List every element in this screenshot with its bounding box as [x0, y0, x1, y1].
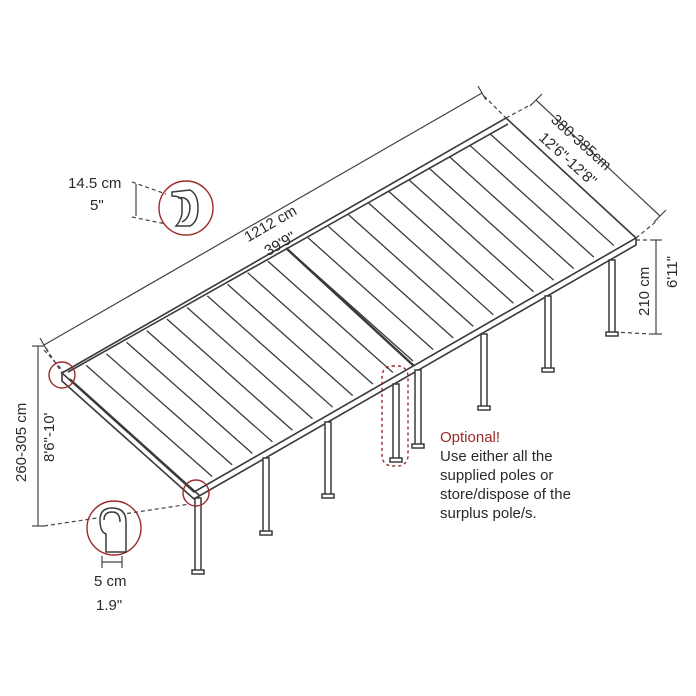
roof-center-beam: [285, 247, 415, 367]
post-foot: [259, 530, 273, 536]
post-foot: [321, 493, 335, 499]
post-foot: [411, 443, 425, 449]
roof-panel-line: [368, 202, 494, 316]
support-post: [608, 259, 616, 335]
roof-panels: [85, 133, 615, 477]
optional-post-highlight: [381, 365, 409, 467]
callouts: [48, 180, 409, 556]
roof-panel-line: [489, 133, 615, 247]
support-post: [392, 383, 400, 461]
gutter-dim-top: [131, 181, 167, 195]
width-dim-line: [535, 99, 661, 217]
support-post: [262, 457, 270, 534]
length-dim-tick-right: [477, 85, 487, 101]
support-post: [480, 333, 488, 409]
roof-panel-line: [166, 318, 293, 431]
post-foot: [605, 331, 619, 337]
roof-front-lip: [69, 378, 201, 497]
post-foot: [389, 457, 403, 463]
optional-note-line-2: supplied poles or: [440, 467, 554, 484]
roof-panel-line: [186, 306, 313, 420]
roof-panel-line: [348, 214, 474, 327]
support-post: [194, 497, 202, 573]
roof-panel-line: [408, 179, 534, 293]
optional-note-line-1: Use either all the: [440, 448, 553, 465]
front-height-cm-label: 260-305 cm: [13, 402, 30, 482]
roof-panel-line: [227, 283, 354, 397]
callout-gutter-detail: [158, 180, 214, 236]
width-ext-bottom: [635, 219, 659, 239]
front-height-in-label: 8'6"-10': [41, 412, 58, 462]
roof-panel-line: [469, 144, 595, 258]
support-post: [324, 421, 332, 497]
optional-note: Optional! Use either all the supplied po…: [440, 428, 571, 523]
roof-panel-line: [126, 341, 253, 454]
post-foot: [191, 569, 205, 575]
roof-panel-line: [85, 364, 213, 477]
roof-panel-line: [449, 156, 575, 270]
optional-note-title: Optional!: [440, 429, 501, 446]
roof-panel-line: [428, 167, 555, 281]
back-height-cm-label: 210 cm: [636, 266, 653, 316]
length-ext-right: [483, 95, 507, 119]
support-posts: [191, 259, 619, 575]
callout-gutter-corner: [48, 361, 76, 389]
roof-front-edge: [61, 238, 637, 500]
gutter-profile-icon: [171, 189, 199, 227]
support-post: [544, 295, 552, 371]
front-height-ext-top: [43, 349, 65, 373]
roof-panel-line: [247, 272, 374, 385]
roof-panel-line: [267, 260, 394, 374]
roof-panel-line: [146, 330, 273, 443]
roof-panel-line: [287, 249, 414, 362]
post-foot: [477, 405, 491, 411]
back-height-in-label: 6'11": [664, 255, 681, 288]
roof-panel-line: [206, 295, 334, 408]
post-foot: [541, 367, 555, 373]
callout-post-detail: [86, 500, 142, 556]
gutter-cm-label: 14.5 cm: [68, 175, 122, 192]
post-cm-label: 5 cm: [94, 573, 127, 590]
post-in-label: 1.9": [96, 597, 123, 614]
roof-panel-line: [388, 191, 514, 304]
roof-panel-line: [327, 225, 454, 339]
post-profile-icon: [99, 507, 127, 553]
roof: [60, 117, 638, 500]
roof-panel-line: [307, 237, 434, 350]
width-dim-tick-bottom: [653, 209, 667, 223]
support-post: [414, 369, 422, 447]
gutter-dim-bottom: [131, 216, 167, 225]
width-ext-top: [505, 103, 533, 119]
callout-post-top: [182, 479, 210, 507]
roof-panel-line: [105, 353, 233, 466]
length-dim-line: [43, 92, 483, 346]
back-height-ext-bottom: [613, 331, 651, 335]
gutter-in-label: 5": [90, 197, 104, 214]
roof-rear-rail: [67, 123, 509, 373]
optional-note-line-3: store/dispose of the: [440, 486, 571, 503]
optional-note-line-4: surplus pole/s.: [440, 505, 537, 522]
